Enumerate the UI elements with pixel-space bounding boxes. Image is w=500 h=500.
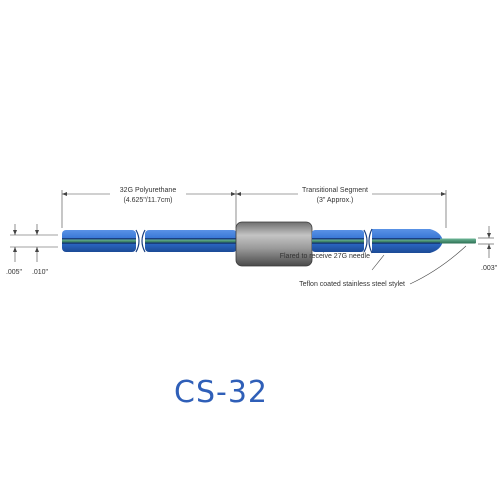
transitional-tube-left [312,229,368,253]
polyurethane-length-label: (4.625"/11.7cm) [123,197,172,204]
left-dimension-markers: .005" .010" [6,224,58,276]
right-dimension-marker: .003" [478,226,498,272]
transitional-dimension: Transitional Segment (3" Approx.) [236,184,447,228]
transitional-length-label: (3" Approx.) [317,197,354,204]
stylet-tip [440,238,476,244]
flared-annotation: Flared to receive 27G needle [280,253,385,271]
dimension-003-label: .003" [481,265,498,272]
flared-note: Flared to receive 27G needle [280,253,370,260]
dimension-005-label: .005" [6,269,23,276]
polyurethane-tube-right [141,229,237,253]
polyurethane-tube-left [62,229,140,253]
polyurethane-dimension: 32G Polyurethane (4.625"/11.7cm) [61,184,237,228]
transitional-label: Transitional Segment [302,187,368,194]
product-code: CS-32 [174,375,268,410]
stylet-note: Teflon coated stainless steel stylet [299,281,405,288]
polyurethane-label: 32G Polyurethane [120,187,177,194]
dimension-010-label: .010" [32,269,49,276]
stylet-annotation: Teflon coated stainless steel stylet [299,245,467,288]
flared-transitional-tube [368,228,443,254]
